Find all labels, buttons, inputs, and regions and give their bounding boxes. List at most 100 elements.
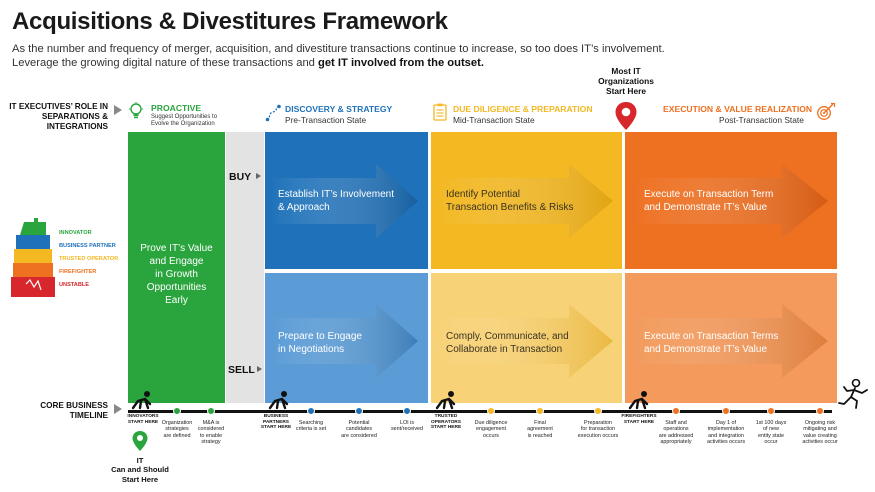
timeline-dot bbox=[536, 407, 544, 415]
timeline-dot bbox=[594, 407, 602, 415]
timeline-event-line: mitigating and bbox=[803, 426, 837, 433]
timeline-event-line: engagement bbox=[476, 426, 506, 433]
timeline-event-line: Potential bbox=[348, 420, 370, 426]
proactive-line-4: Opportunities bbox=[146, 282, 207, 293]
map-pin-red-icon bbox=[615, 102, 637, 130]
business-partners-start-label: BUSINESS PARTNERS START HERE bbox=[261, 414, 291, 431]
timeline-event-line: strategies bbox=[165, 426, 189, 433]
partners-line-2: PARTNERS bbox=[262, 419, 290, 425]
most-it-line-3: Start Here bbox=[605, 86, 647, 97]
timeline-dot bbox=[355, 407, 363, 415]
timeline-event-line: are addressed bbox=[658, 432, 694, 439]
sell-execution-line-2: and Demonstrate IT’s Value bbox=[644, 344, 768, 355]
timeline-event-line: entity state bbox=[757, 432, 785, 439]
subtitle-line-1: As the number and frequency of merger, a… bbox=[12, 43, 665, 55]
sell-discovery-arrow-icon bbox=[272, 304, 418, 378]
timeline-event-line: execution occurs bbox=[577, 432, 619, 439]
timeline-event-line: Preparation bbox=[584, 420, 612, 426]
phase-diligence-title: DUE DILIGENCE & PREPARATION bbox=[453, 104, 593, 114]
buy-arrow-icon bbox=[256, 173, 261, 179]
phase-diligence-sub: Mid-Transaction State bbox=[453, 115, 535, 125]
proactive-column bbox=[128, 132, 225, 403]
timeline-event-line: Searching bbox=[298, 420, 324, 426]
sell-diligence-line-2: Collaborate in Transaction bbox=[446, 344, 563, 355]
timeline-event-line: and integration bbox=[708, 432, 744, 439]
timeline-event-line: of new bbox=[763, 426, 779, 433]
lightbulb-icon bbox=[129, 102, 143, 119]
phase-proactive-title: PROACTIVE bbox=[151, 103, 202, 113]
phase-discovery-sub: Pre-Transaction State bbox=[285, 115, 367, 125]
page-title: Acquisitions & Divestitures Framework bbox=[12, 8, 448, 35]
subtitle-plain: Leverage the growing digital nature of t… bbox=[12, 57, 318, 69]
timeline-dot bbox=[816, 407, 824, 415]
proactive-cell-text: Prove IT’s Value and Engage in Growth Op… bbox=[128, 242, 225, 307]
runner-crouch-icon bbox=[268, 391, 289, 410]
core-business-timeline bbox=[128, 410, 832, 413]
timeline-event-line: Due diligence bbox=[474, 420, 508, 426]
sell-diligence-arrow-icon bbox=[437, 304, 613, 378]
timeline-arrow-icon bbox=[114, 404, 122, 414]
sell-execution-line-1: Execute on Transaction Terms bbox=[644, 331, 779, 342]
core-business-timeline-label: CORE BUSINESS TIMELINE bbox=[40, 401, 108, 420]
sell-execution-arrow-icon bbox=[632, 304, 828, 378]
phase-proactive-sub-1: Suggest Opportunities to bbox=[151, 114, 218, 120]
most-it-line-1: Most IT bbox=[611, 66, 641, 76]
timeline-event-line: value creating bbox=[803, 432, 837, 439]
timeline-event-line: for transaction bbox=[580, 426, 616, 433]
it-callout-line-3: Start Here bbox=[121, 474, 159, 484]
buy-diligence-arrow-icon bbox=[437, 164, 613, 238]
timeline-event-line: activities occur bbox=[802, 439, 838, 446]
timeline-event-line: to enable bbox=[199, 432, 223, 439]
proactive-line-2: and Engage bbox=[149, 256, 204, 267]
phase-execution-sub: Post-Transaction State bbox=[719, 115, 804, 125]
runner-finish-icon bbox=[838, 378, 868, 409]
timeline-dot bbox=[487, 407, 495, 415]
it-callout-line-1: IT bbox=[136, 456, 144, 465]
timeline-dot bbox=[173, 407, 181, 415]
timeline-event-line: Staff and bbox=[665, 420, 687, 426]
phase-proactive-sub: Suggest Opportunities to Evolve the Orga… bbox=[151, 114, 217, 128]
firefighters-line-2: START HERE bbox=[623, 419, 655, 425]
timeline-dot bbox=[207, 407, 215, 415]
stack-label-unstable: UNSTABLE bbox=[59, 282, 90, 288]
firefighters-line-1: FIREFIGHTERS bbox=[621, 414, 657, 419]
target-gears-icon bbox=[817, 102, 836, 120]
buy-execution-line-1: Execute on Transaction Term bbox=[644, 189, 774, 200]
checklist-icon bbox=[433, 103, 447, 121]
buy-discovery-line-2: & Approach bbox=[278, 202, 330, 213]
proactive-line-3: in Growth bbox=[155, 269, 198, 280]
subtitle-line-2: Leverage the growing digital nature of t… bbox=[12, 57, 484, 69]
sell-discovery-line-2: in Negotiations bbox=[278, 344, 345, 355]
timeline-event-line: Final bbox=[534, 420, 546, 426]
phase-proactive-sub-2: Evolve the Organization bbox=[151, 120, 215, 127]
timeline-event-line: sent/received bbox=[390, 426, 424, 433]
timeline-event-line: occur bbox=[764, 439, 778, 446]
buy-execution-line-2: and Demonstrate IT’s Value bbox=[644, 202, 768, 213]
partners-line-3: START HERE bbox=[260, 425, 292, 431]
buy-discovery-line-1: Establish IT’s Involvement bbox=[278, 189, 394, 200]
buy-execution-arrow-icon bbox=[632, 164, 828, 238]
runner-crouch-icon bbox=[435, 391, 456, 410]
timeline-event-line: operations bbox=[663, 426, 689, 433]
timeline-dot bbox=[672, 407, 680, 415]
most-it-start-callout: Most IT Organizations Start Here bbox=[586, 66, 666, 96]
operators-line-3: START HERE bbox=[430, 425, 462, 431]
it-can-start-callout: IT Can and Should Start Here bbox=[100, 456, 180, 484]
buy-diligence-text: Identify Potential Transaction Benefits … bbox=[446, 188, 573, 214]
operators-line-2: OPERATORS bbox=[431, 419, 461, 425]
timeline-event-line: LOI is bbox=[399, 420, 415, 426]
firefighters-start-label: FIREFIGHTERS START HERE bbox=[621, 414, 656, 425]
timeline-event-line: 1st 100 days bbox=[755, 420, 787, 426]
phase-discovery-title: DISCOVERY & STRATEGY bbox=[285, 104, 393, 114]
sell-arrow-icon bbox=[257, 366, 262, 372]
timeline-event-line: Ongoing risk bbox=[804, 420, 836, 426]
stack-label-trusted-operator: TRUSTED OPERATOR bbox=[59, 256, 119, 262]
phase-execution-title: EXECUTION & VALUE REALIZATION bbox=[663, 104, 813, 114]
operators-line-1: TRUSTED bbox=[434, 414, 458, 419]
timeline-event-line: considered bbox=[197, 426, 225, 433]
